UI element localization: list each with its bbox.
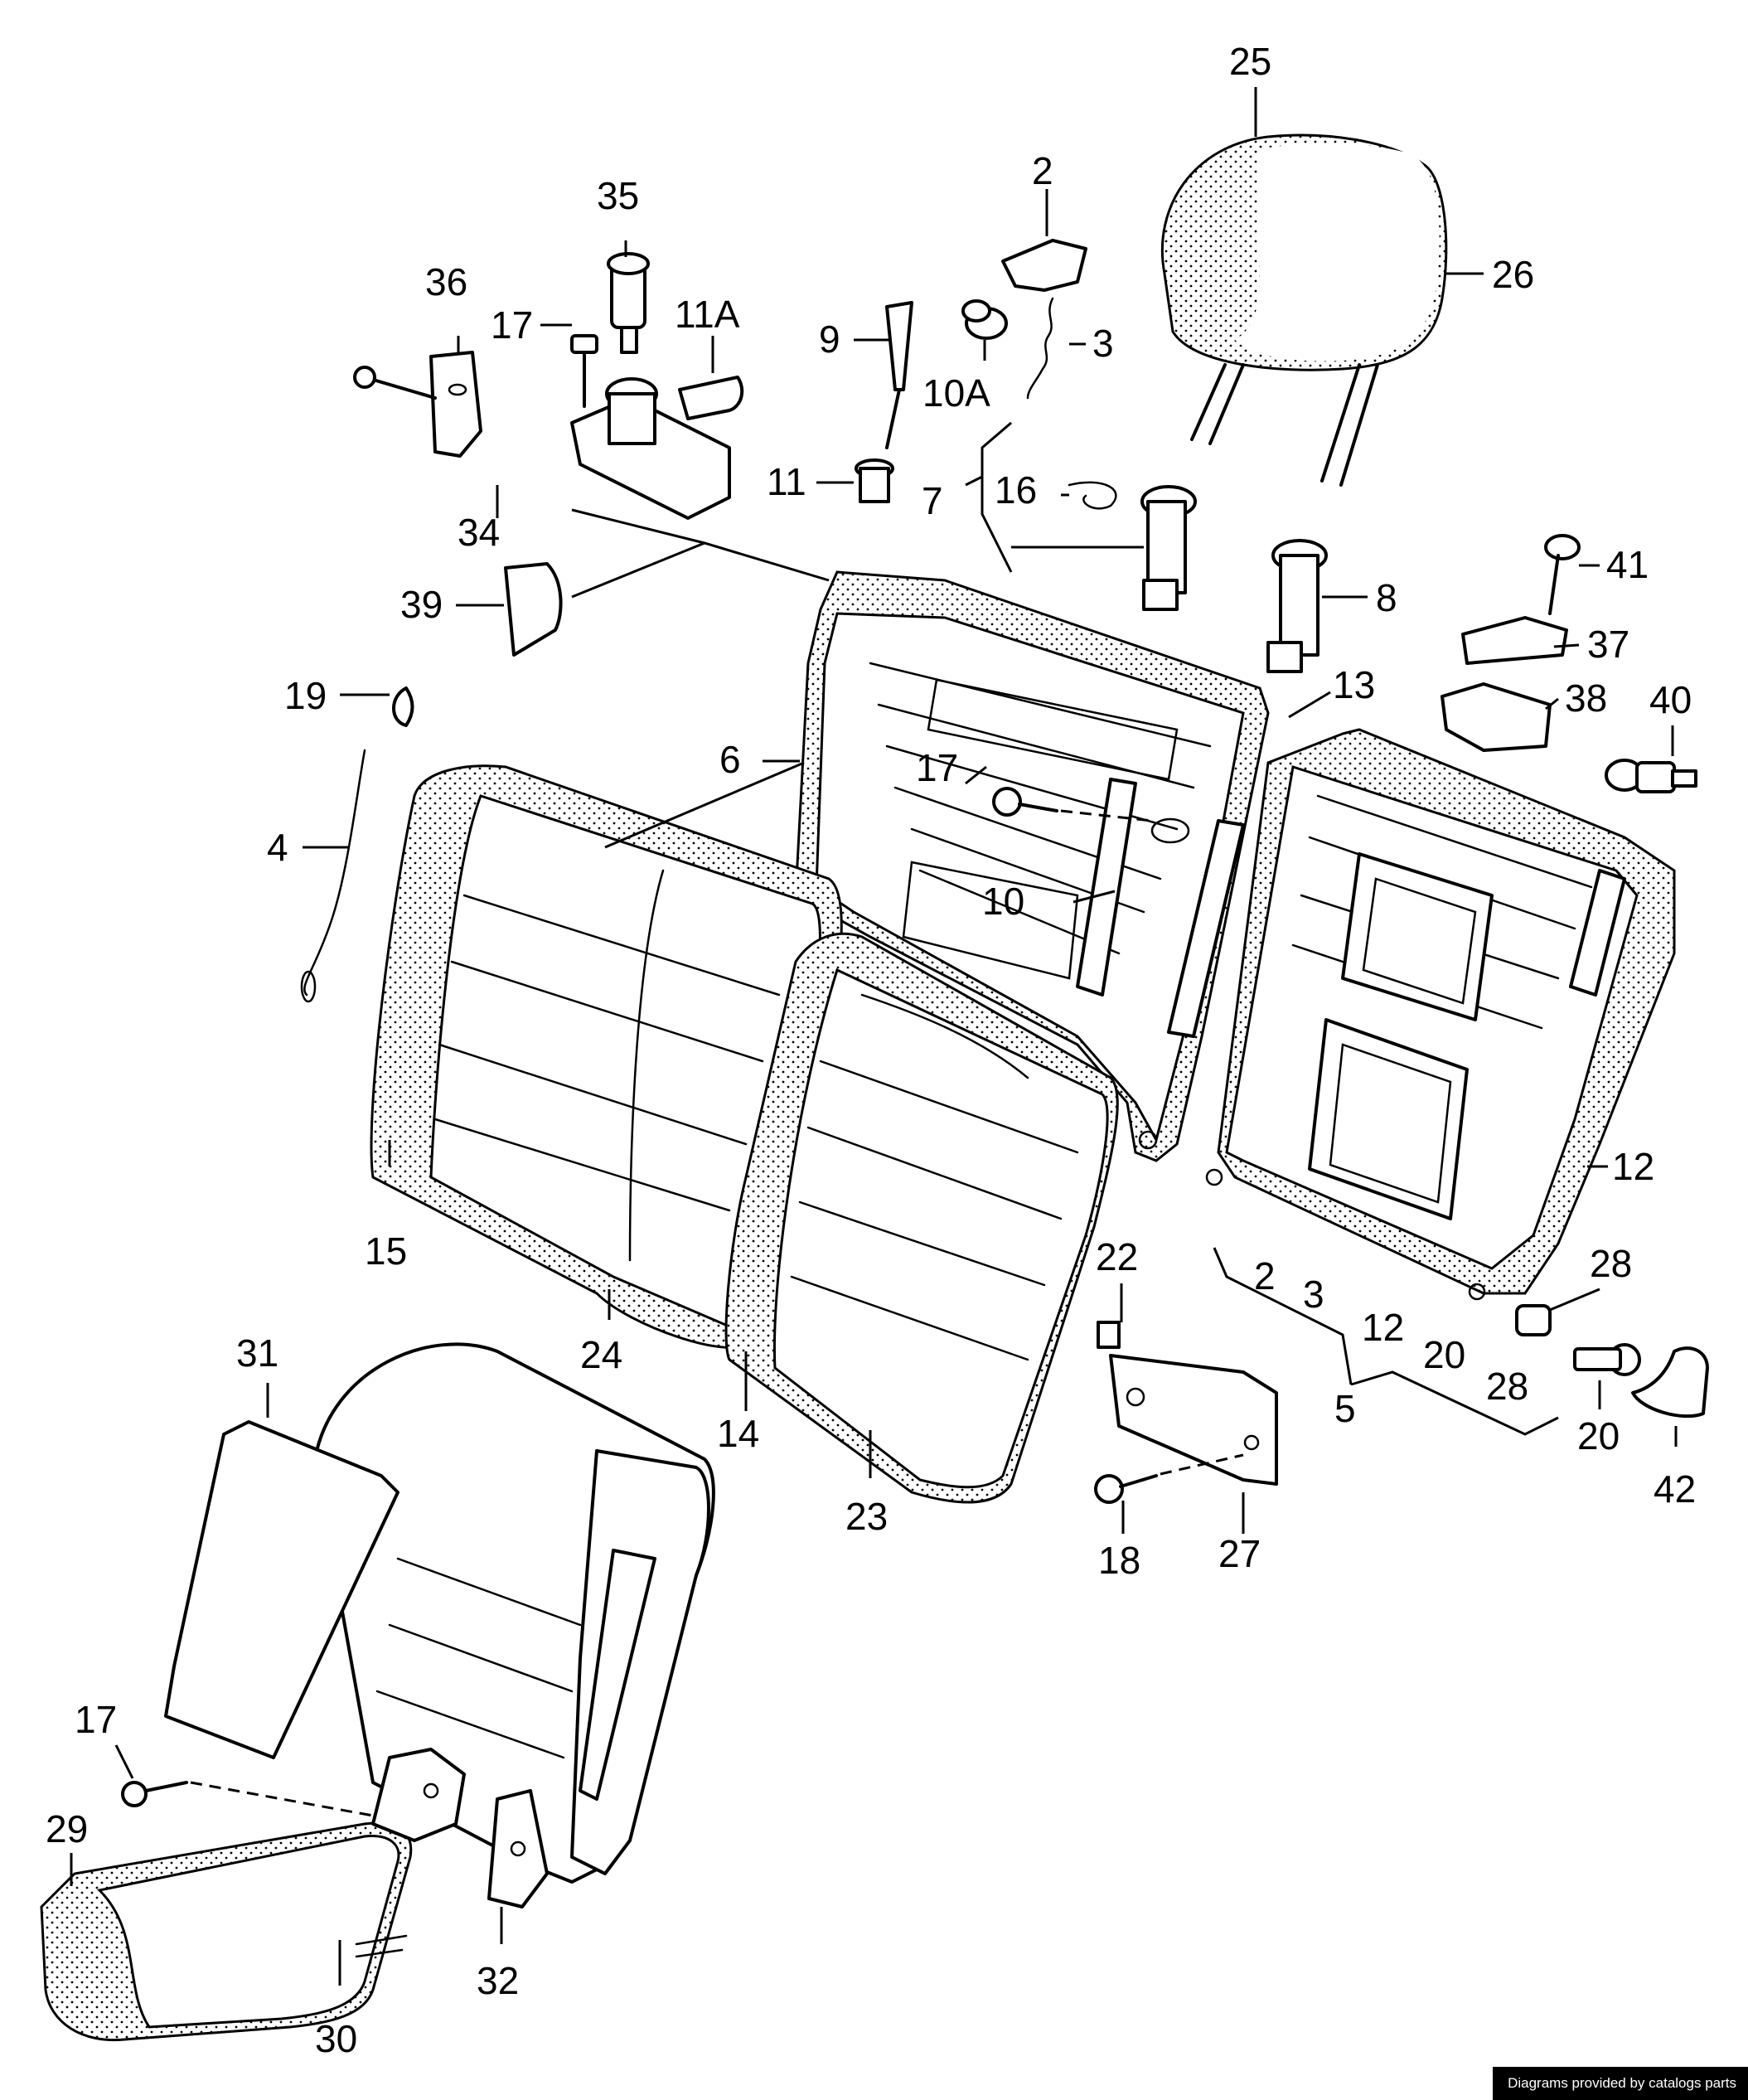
callout-39: 39 [400,583,443,626]
callout-7: 7 [922,479,943,522]
callout-38: 38 [1565,677,1607,720]
callout-16: 16 [995,468,1037,512]
callout-31: 31 [236,1331,278,1375]
callout-41: 41 [1606,543,1649,586]
callout-35: 35 [597,174,639,217]
screw-17-lower [121,1781,374,1817]
bracket-38 [1441,682,1552,752]
callout-6: 6 [719,738,741,781]
headrest [1160,133,1448,487]
callout-20-right: 20 [1577,1414,1620,1457]
cap-11a [678,376,744,420]
backrest-cushion-right [724,932,1119,1504]
cable-16 [1068,481,1117,510]
callout-37: 37 [1587,623,1629,666]
callout-27: 27 [1218,1532,1261,1575]
armrest [40,1821,413,2042]
callout-9: 9 [819,318,840,361]
bolt-40 [1605,759,1697,793]
screw-17-upper [570,334,598,408]
callout-12-right: 12 [1612,1145,1654,1188]
hinge-32 [371,1748,549,1908]
callout-13: 13 [1333,663,1375,706]
callout-22: 22 [1096,1235,1138,1278]
callout-26: 26 [1492,253,1534,296]
callout-14: 14 [717,1412,759,1455]
callout-labels: 25 26 2 3 9 10A 35 36 11A 17 11 7 16 34 … [46,40,1696,2060]
grommet-10a [961,299,1008,340]
guide-sleeve-8 [1266,539,1328,673]
callout-19: 19 [284,674,327,717]
release-knob-35 [607,252,650,354]
seat-cushion [164,1342,715,1884]
callout-2-group: 2 [1254,1254,1276,1297]
callout-3-group: 3 [1303,1273,1324,1316]
clip-19 [392,686,414,727]
callout-42: 42 [1654,1467,1696,1511]
bolt-18 [1094,1453,1244,1504]
callout-20-group: 20 [1423,1333,1465,1376]
leader-lines [70,87,1678,1986]
callout-40: 40 [1649,678,1692,721]
credit-banner: Diagrams provided by catalogs parts [1493,2067,1748,2100]
callout-36: 36 [425,260,467,303]
cable-4 [300,749,366,1003]
callout-17-bottom: 17 [75,1698,117,1741]
backrest-cushion-left [370,764,843,1349]
latch-bracket-36 [353,351,482,458]
callout-10a: 10A [922,371,990,415]
lock-housing-34 [570,377,731,520]
bracket-22 [1097,1321,1121,1349]
callout-12-group: 12 [1362,1306,1404,1349]
callout-28-group: 28 [1486,1365,1528,1408]
screw-17-middle [992,787,1153,822]
callout-11a: 11A [675,293,740,336]
callout-30: 30 [315,2017,357,2060]
sleeve-11 [855,458,894,503]
callout-25: 25 [1229,40,1271,83]
backrest-frame-left [794,570,1270,1162]
callout-34: 34 [458,511,500,554]
callout-17-top: 17 [491,303,533,347]
cover-42 [1631,1346,1709,1419]
bolt-20 [1573,1343,1641,1376]
callout-8: 8 [1376,576,1397,619]
spring-3 [1026,297,1054,400]
bush-28 [1515,1304,1552,1336]
callout-2-top: 2 [1032,149,1053,192]
callout-4: 4 [267,826,288,869]
callout-5: 5 [1334,1387,1356,1430]
backrest-frame-right [1205,728,1676,1301]
callout-18: 18 [1098,1539,1140,1582]
hinge-plate-27 [1109,1354,1278,1486]
callout-28-right: 28 [1590,1242,1632,1285]
callout-17-mid: 17 [916,746,958,789]
pin-9 [885,301,913,449]
callout-10: 10 [982,880,1024,923]
callout-24: 24 [580,1333,622,1376]
cover-37 [1461,616,1568,665]
callout-3-top: 3 [1092,322,1114,365]
cover-39 [504,562,563,657]
guide-sleeve-7 [1140,485,1197,611]
callout-29: 29 [46,1807,88,1850]
callout-15: 15 [365,1229,407,1273]
screw-41 [1544,534,1581,615]
callout-23: 23 [845,1495,888,1538]
bracket-2 [1001,239,1087,292]
callout-32: 32 [477,1959,519,2002]
callout-11: 11 [767,460,806,503]
